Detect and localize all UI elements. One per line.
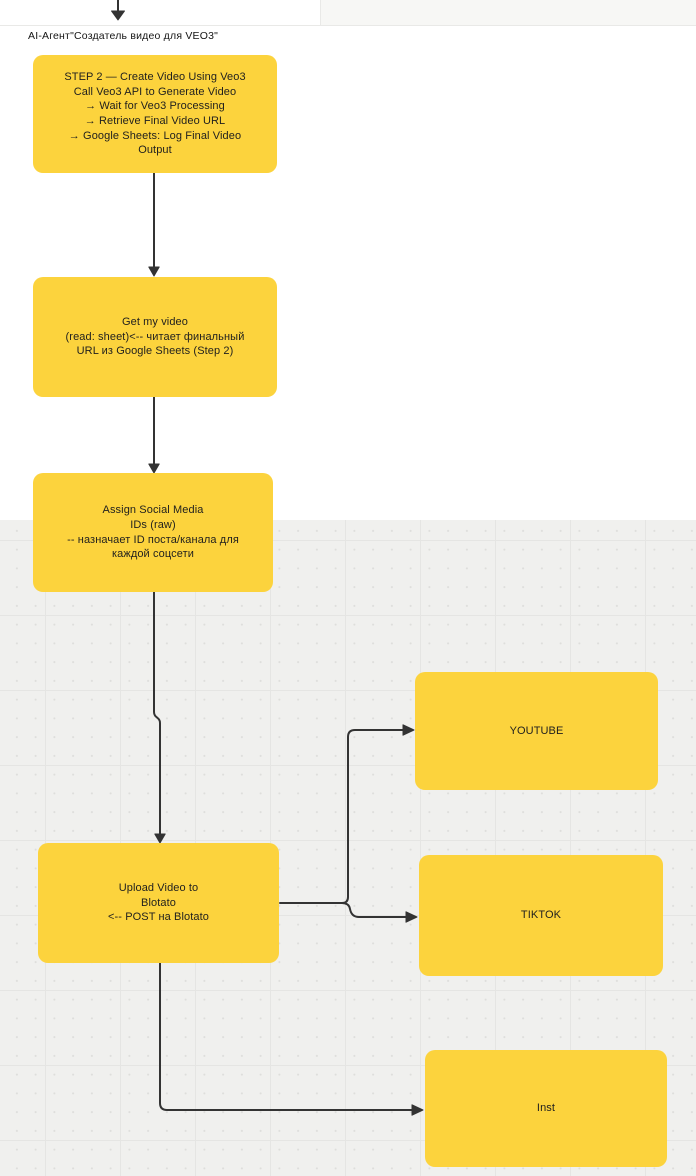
agent-title-text[interactable]: AI-Агент"Создатель видео для VEO3" <box>28 30 219 42</box>
node-upload-to-blotato[interactable]: Upload Video to Blotato <-- POST на Blot… <box>38 843 279 963</box>
node-get-my-video-label: Get my video (read: sheet)<-- читает фин… <box>65 316 245 358</box>
node-upload-label: Upload Video to Blotato <-- POST на Blot… <box>107 882 209 924</box>
node-youtube[interactable]: YOUTUBE <box>415 672 658 790</box>
top-panel-edge-right <box>320 0 696 25</box>
node-youtube-label: YOUTUBE <box>509 724 564 737</box>
node-tiktok[interactable]: TIKTOK <box>419 855 663 976</box>
node-assign-social-media-ids[interactable]: Assign Social Media IDs (raw) -- назнача… <box>33 473 273 592</box>
node-step2-create-video[interactable]: STEP 2 — Create Video Using Veo3 Call Ve… <box>33 55 277 173</box>
edge-getvideo-assign-arrowhead <box>148 463 160 474</box>
node-assign-label: Assign Social Media IDs (raw) -- назнача… <box>67 504 239 561</box>
top-panel-edge <box>0 0 696 26</box>
node-step2-label: STEP 2 — Create Video Using Veo3 Call Ve… <box>64 71 246 157</box>
node-tiktok-label: TIKTOK <box>520 909 562 922</box>
node-get-my-video[interactable]: Get my video (read: sheet)<-- читает фин… <box>33 277 277 397</box>
node-inst[interactable]: Inst <box>425 1050 667 1167</box>
node-inst-label: Inst <box>536 1102 556 1115</box>
edge-step2-getvideo-arrowhead <box>148 266 160 277</box>
